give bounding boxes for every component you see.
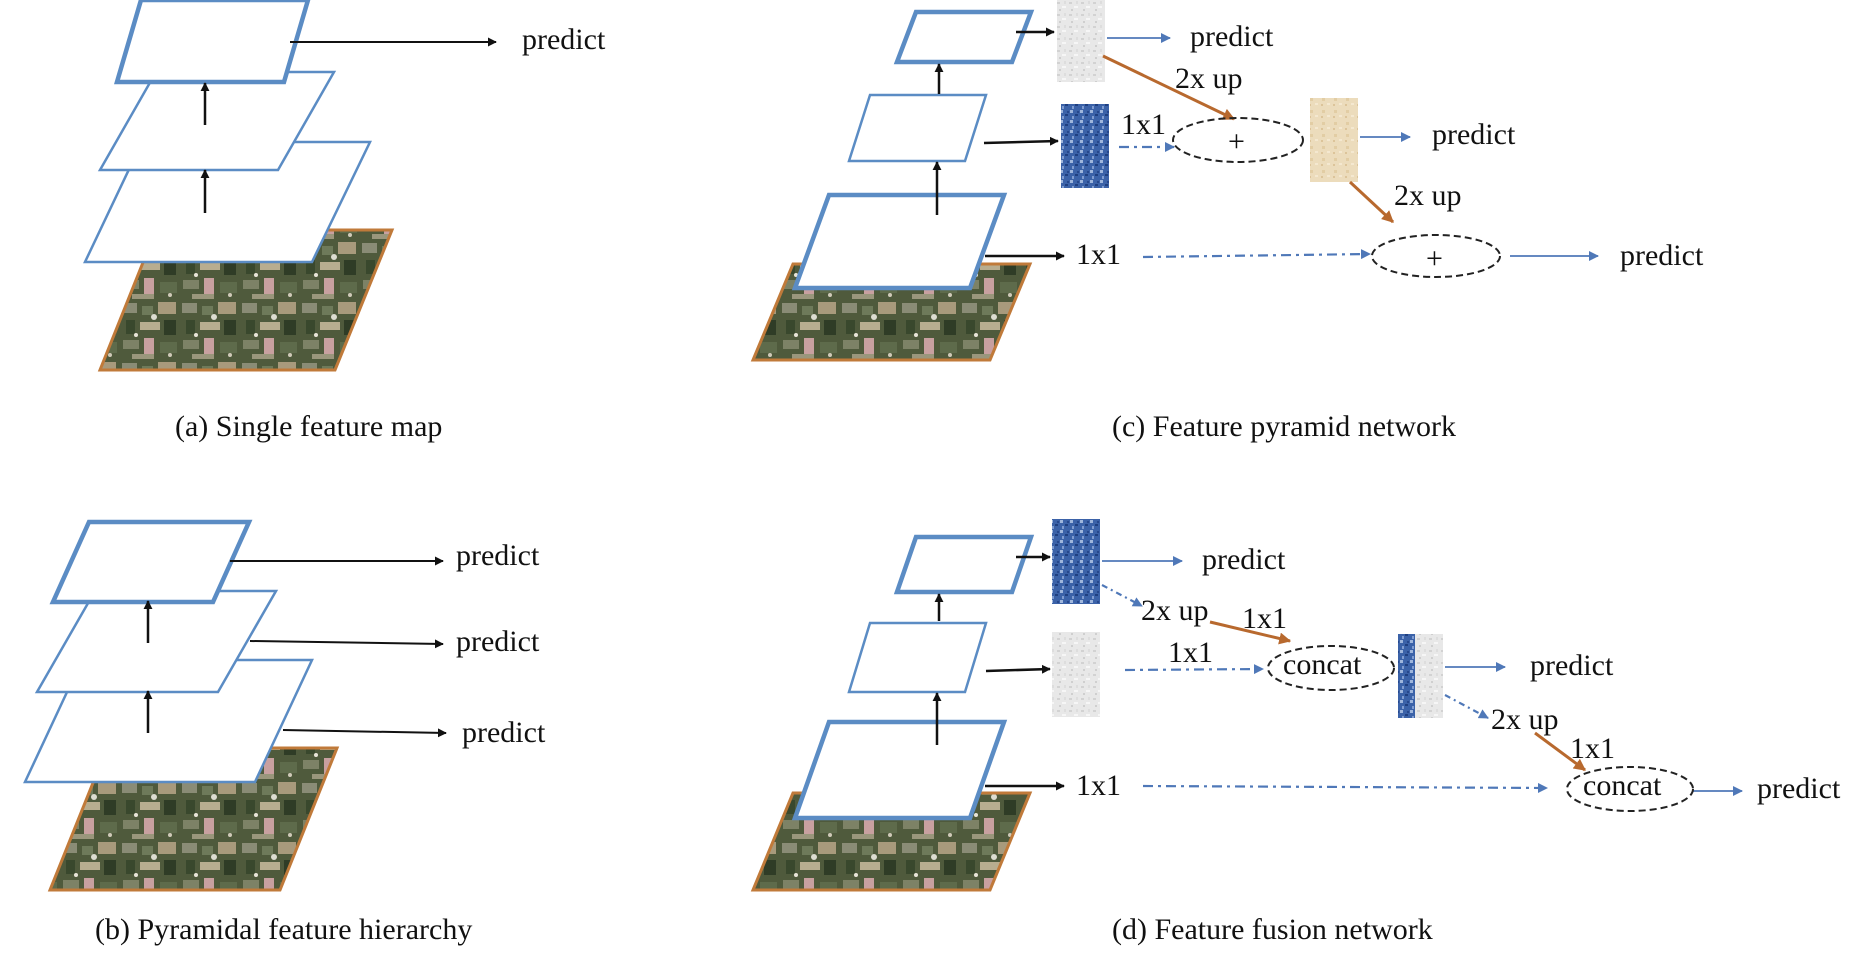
- panel-d-feature-map-fused-gray: [1415, 634, 1443, 718]
- panel-c-feature-map-merged: [1310, 98, 1358, 182]
- panel-c-predict-label: predict: [1620, 239, 1704, 272]
- panel-c-plus-symbol: +: [1228, 125, 1245, 158]
- panel-d-upsample-dashed-arrow: [1444, 694, 1489, 719]
- panel-d-conv-label: 1x1: [1076, 769, 1121, 802]
- panel-d-conv-arrow-orange: [1209, 620, 1292, 645]
- panel-c-predict-label: predict: [1190, 20, 1274, 53]
- panel-a-layer-middle: [97, 70, 337, 172]
- panel-c-upsample-arrow: [1102, 54, 1236, 121]
- panel-d-upsample-dashed-arrow: [1101, 584, 1143, 607]
- panel-c-upsample-label: 2x up: [1394, 179, 1462, 212]
- panel-c-layer-middle: [847, 93, 988, 163]
- panel-d-feature-fusion-network: concat concat 2x up 2x up 1x1 1x1 1x1 1x…: [750, 519, 1841, 946]
- panel-d-lateral-arrow-middle: [985, 664, 1051, 674]
- panel-d-upsample-label: 2x up: [1141, 594, 1209, 627]
- panel-b-pyramidal-feature-hierarchy: predict predict predict (b) Pyramidal fe…: [23, 519, 546, 946]
- panel-d-conv-dashed-arrow: [1142, 782, 1548, 793]
- panel-d-concat-label: concat: [1583, 769, 1662, 802]
- panel-d-layer-top: [893, 534, 1035, 595]
- panel-c-predict-label: predict: [1432, 118, 1516, 151]
- panel-d-conv-label: 1x1: [1242, 602, 1287, 635]
- panel-a-single-feature-map: predict (a) Single feature map: [83, 0, 606, 443]
- panel-c-lateral-arrow-middle: [983, 136, 1059, 146]
- panel-d-layer-bottom: [791, 719, 1008, 821]
- panel-c-merge-ellipse: [1371, 234, 1501, 278]
- panel-d-feature-map-middle: [1052, 632, 1100, 717]
- panel-d-feature-map-fused-blue: [1398, 634, 1415, 718]
- panel-b-output-arrow-middle: [249, 639, 444, 649]
- panel-c-conv-dashed-arrow: [1142, 249, 1371, 260]
- panel-c-merge-ellipse: [1172, 117, 1304, 163]
- panel-c-conv-label: 1x1: [1121, 108, 1166, 141]
- panel-d-conv-label: 1x1: [1168, 636, 1213, 669]
- panel-d-layer-middle: [847, 621, 988, 694]
- panel-d-predict-label: predict: [1530, 649, 1614, 682]
- panel-c-upsample-arrow: [1348, 180, 1395, 224]
- panel-c-conv-label: 1x1: [1076, 238, 1121, 271]
- panel-b-input-image: [47, 746, 340, 892]
- panel-c-plus-symbol: +: [1426, 242, 1443, 275]
- panel-c-upsample-label: 2x up: [1175, 62, 1243, 95]
- panel-c-feature-map-middle: [1061, 104, 1109, 188]
- panel-b-predict-label: predict: [456, 539, 540, 572]
- panel-c-feature-pyramid-network: + + 2x up 2x up 1x1 1x1 predict predict …: [750, 0, 1704, 443]
- panel-b-output-arrow-bottom: [282, 728, 447, 738]
- panel-b-predict-label: predict: [462, 716, 546, 749]
- panel-d-predict-label: predict: [1202, 543, 1286, 576]
- panel-c-layer-bottom: [791, 192, 1008, 291]
- panel-b-predict-label: predict: [456, 625, 540, 658]
- panel-d-concat-ellipse: [1566, 766, 1694, 812]
- panel-d-feature-map-top: [1052, 519, 1100, 604]
- panel-a-layer-bottom: [83, 140, 372, 264]
- panel-b-layer-top: [49, 519, 253, 605]
- panel-d-caption: (d) Feature fusion network: [1112, 913, 1433, 946]
- panel-d-concat-label: concat: [1283, 648, 1362, 681]
- panel-a-predict-label: predict: [522, 23, 606, 56]
- panel-b-caption: (b) Pyramidal feature hierarchy: [95, 913, 472, 946]
- panel-a-layer-top: [113, 0, 311, 85]
- panel-c-layer-top: [893, 9, 1035, 65]
- panel-c-caption: (c) Feature pyramid network: [1112, 410, 1456, 443]
- panel-d-conv-label: 1x1: [1570, 732, 1615, 765]
- panel-d-predict-label: predict: [1757, 772, 1841, 805]
- panel-d-conv-dashed-arrow: [1124, 664, 1264, 675]
- panel-d-conv-arrow-orange: [1534, 731, 1586, 772]
- panel-d-concat-ellipse: [1267, 645, 1395, 691]
- panel-c-feature-map-top: [1057, 0, 1105, 82]
- panel-b-layer-middle: [34, 589, 279, 694]
- panel-a-caption: (a) Single feature map: [175, 410, 442, 443]
- panel-d-upsample-label: 2x up: [1491, 703, 1559, 736]
- panel-a-input-image: [97, 228, 395, 372]
